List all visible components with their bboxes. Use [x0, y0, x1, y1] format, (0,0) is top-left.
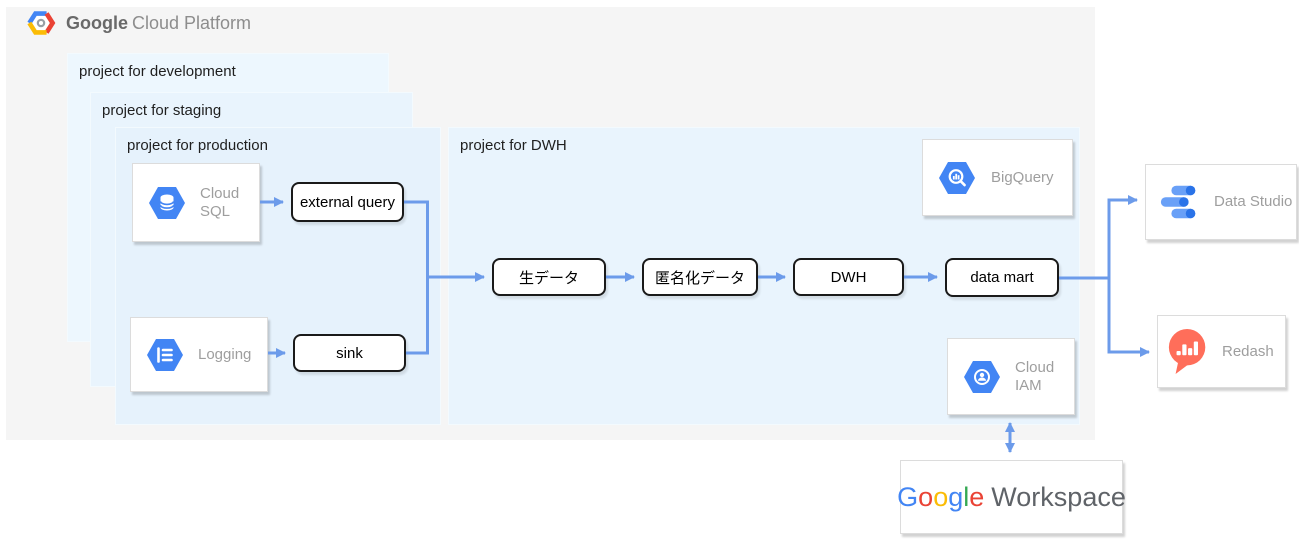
zone-label-dwh: project for DWH — [460, 137, 567, 154]
cloud-sql-label-line2: SQL — [200, 202, 231, 220]
google-workspace-google-letters: Google — [897, 481, 985, 512]
card-data-studio: Data Studio — [1145, 164, 1297, 240]
logging-list-hexagon-icon — [147, 338, 183, 371]
cloud-sql-label-line1: Cloud — [200, 184, 240, 202]
cloud-iam-label-line2: IAM — [1015, 376, 1042, 394]
card-cloud-sql: Cloud SQL — [132, 163, 260, 242]
redash-label: Redash — [1222, 343, 1274, 361]
node-external-query: external query — [291, 182, 404, 222]
zone-label-staging: project for staging — [102, 102, 222, 119]
data-studio-label-text: Data Studio — [1214, 193, 1293, 210]
card-redash: Redash — [1157, 315, 1286, 388]
node-anonymized-data: 匿名化データ — [642, 258, 758, 296]
data-studio-label: Data Studio — [1214, 193, 1292, 211]
logging-label-line1: Logging — [198, 345, 252, 363]
card-cloud-iam: Cloud IAM — [947, 338, 1075, 415]
data-studio-bars-icon — [1160, 185, 1196, 219]
zone-label-development: project for development — [79, 63, 236, 80]
bigquery-label-line1: BigQuery — [991, 168, 1054, 186]
cloud-sql-label: Cloud SQL — [200, 185, 239, 221]
node-dwh: DWH — [793, 258, 904, 296]
cloud-iam-label-line1: Cloud — [1015, 358, 1055, 376]
brand-title-google: Google — [66, 12, 128, 33]
google-workspace-rest: Workspace — [991, 481, 1126, 512]
redash-label-text: Redash — [1222, 342, 1274, 360]
card-bigquery: BigQuery — [922, 139, 1073, 216]
cloud-iam-user-hexagon-icon — [964, 360, 1000, 393]
bigquery-label: BigQuery — [991, 169, 1054, 187]
gcp-hexagon-logo-icon — [27, 11, 56, 35]
node-sink: sink — [293, 334, 406, 372]
brand-title-cloud-platform: Cloud Platform — [132, 12, 252, 33]
node-data-mart: data mart — [945, 258, 1059, 297]
bigquery-magnifier-hexagon-icon — [939, 161, 975, 194]
cloud-iam-label: Cloud IAM — [1015, 359, 1054, 395]
card-logging: Logging — [130, 317, 268, 392]
node-raw-data: 生データ — [492, 258, 606, 296]
zone-label-production: project for production — [127, 137, 268, 154]
redash-speech-bubble-chart-icon — [1168, 328, 1206, 374]
logging-label: Logging — [198, 346, 251, 364]
cloud-sql-database-hexagon-icon — [149, 186, 185, 219]
